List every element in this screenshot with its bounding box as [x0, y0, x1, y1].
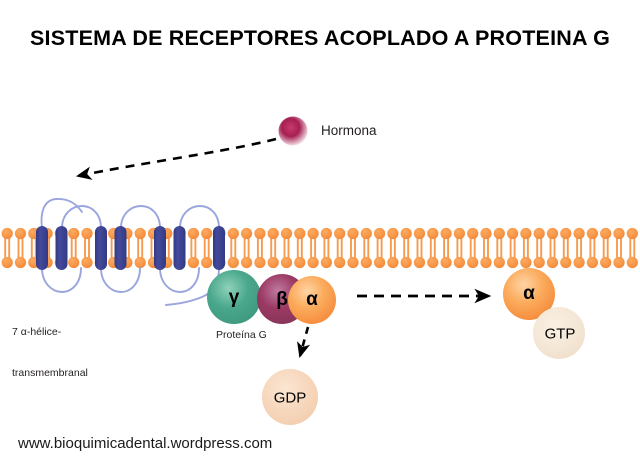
helix-5 [154, 226, 166, 270]
helix-1 [36, 226, 48, 270]
hormone-sphere [278, 116, 308, 146]
transmembrane-helices [36, 226, 225, 270]
gamma-subunit [207, 270, 261, 324]
transmembrane-helix-label: 7 α-hélice- transmembranal [12, 299, 88, 407]
gdp-label: GDP [273, 389, 307, 407]
beta-subunit-label: β [276, 289, 288, 310]
gtp-molecule [533, 307, 585, 359]
receptor-loops [40, 198, 220, 306]
gamma-subunit-label: γ [228, 287, 240, 308]
alpha-subunit [288, 276, 336, 324]
source-url-label: www.bioquimicadental.wordpress.com [18, 435, 273, 452]
helix-label-line-1: 7 α-hélice- [12, 326, 62, 338]
gdp-molecule [262, 369, 318, 425]
helix-4 [114, 226, 127, 270]
helix-3 [95, 226, 107, 270]
page-title: SISTEMA DE RECEPTORES ACOPLADO A PROTEIN… [30, 26, 610, 50]
hormone-label: Hormona [321, 123, 377, 138]
alpha-subunit-label: α [306, 289, 318, 310]
helix-label-line-2: transmembranal [12, 366, 88, 379]
g-protein-label: Proteína G [216, 329, 267, 341]
helix-7 [213, 226, 225, 270]
helix-6 [173, 226, 186, 270]
arrow-hormone-to-receptor [75, 137, 277, 180]
helix-2 [55, 226, 68, 270]
alpha-subunit-activated-label: α [523, 283, 535, 304]
gtp-label: GTP [544, 325, 576, 343]
alpha-subunit-activated [503, 268, 555, 320]
arrow-alpha-to-gdp [297, 326, 311, 359]
